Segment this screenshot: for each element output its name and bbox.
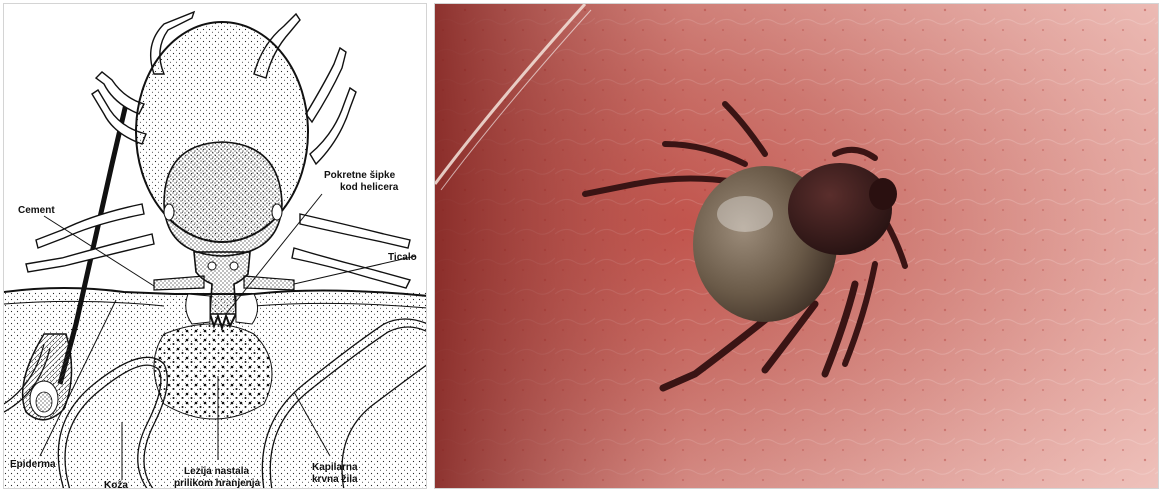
label-palp: Ticalo xyxy=(388,252,417,263)
label-capillary-line1: Kapilarna xyxy=(312,462,358,473)
photo-tick-scutum xyxy=(788,163,892,255)
tick-diagram: Cement Pokretne šipke kod helicera Tical… xyxy=(4,4,427,489)
tick-photo xyxy=(435,4,1159,489)
label-cement: Cement xyxy=(18,205,55,216)
label-epidermis: Epiderma xyxy=(10,459,56,470)
label-capillary-line2: krvna žila xyxy=(312,474,358,485)
label-lesion-line1: Lezija nastala xyxy=(184,466,249,477)
label-chelicerae-line2: kod helicera xyxy=(340,182,399,193)
label-chelicerae-line1: Pokretne šipke xyxy=(324,170,396,181)
tick-diagram-panel: Cement Pokretne šipke kod helicera Tical… xyxy=(3,3,427,489)
tick-body xyxy=(136,22,308,256)
label-lesion-line2: prilikom hranjenja xyxy=(174,478,261,489)
feeding-lesion xyxy=(154,324,272,419)
photo-tick-head xyxy=(869,178,897,210)
label-skin: Koža xyxy=(104,480,128,489)
tick-photo-panel xyxy=(434,3,1159,489)
